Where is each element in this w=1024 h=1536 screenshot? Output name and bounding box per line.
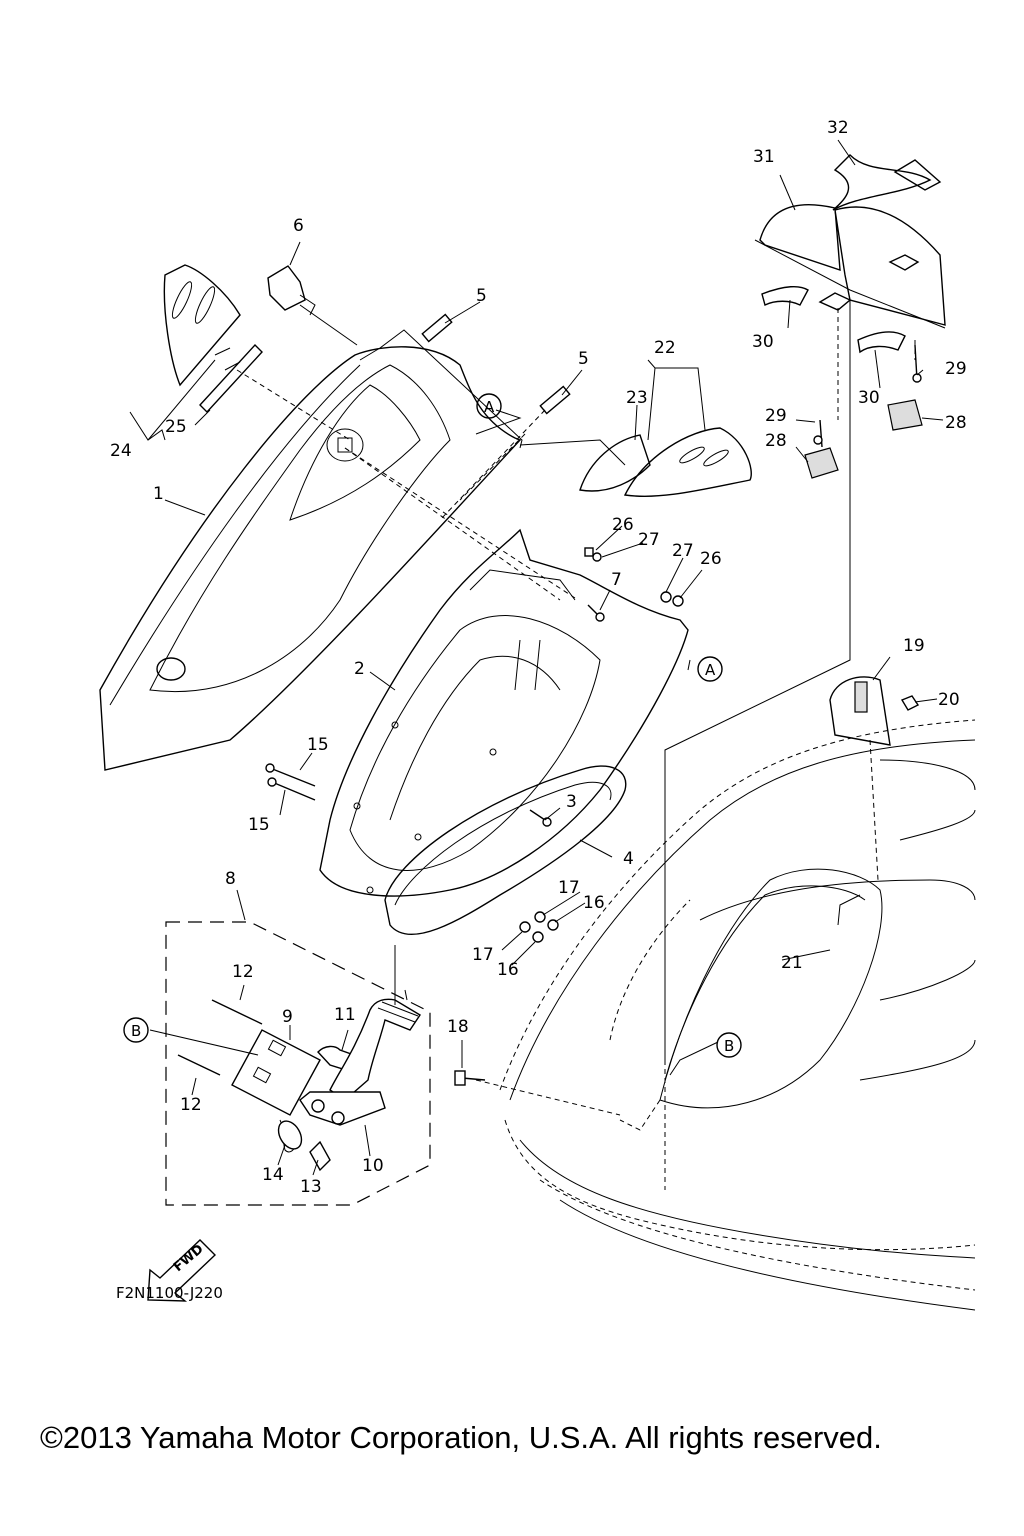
callout-19: 19 [903, 636, 925, 656]
bolts-15 [265, 763, 316, 801]
bolt-18 [454, 1070, 486, 1086]
callout-16a: 16 [583, 893, 605, 913]
callout-31: 31 [753, 147, 775, 167]
ref-letters: A A B B [131, 398, 734, 1055]
callout-17b: 17 [472, 945, 494, 965]
diagram-code: F2N1100-J220 [116, 1284, 223, 1302]
callout-27a: 27 [638, 530, 660, 550]
callout-4: 4 [623, 849, 634, 869]
ref-b-right: B [724, 1037, 734, 1055]
grab-handle [384, 765, 627, 936]
side-grille-right [579, 427, 752, 498]
callout-1: 1 [153, 484, 164, 504]
pad-5a [421, 313, 453, 343]
callout-21: 21 [781, 953, 803, 973]
callout-30b: 30 [858, 388, 880, 408]
screw-7 [587, 604, 605, 622]
rear-bracket [829, 676, 920, 746]
clips-26-27 [584, 547, 684, 607]
ref-b-left: B [131, 1022, 141, 1040]
inner-deck [319, 528, 689, 897]
callout-15a: 15 [307, 735, 329, 755]
nuts-washers [519, 911, 559, 943]
callout-28b: 28 [945, 413, 967, 433]
callout-5a: 5 [476, 286, 487, 306]
callout-6: 6 [293, 216, 304, 236]
ref-a-top: A [484, 398, 495, 416]
ref-a-right: A [705, 661, 716, 679]
stop-switch [267, 265, 316, 316]
callout-22: 22 [654, 338, 676, 358]
hull-outline [499, 719, 976, 1311]
callout-20: 20 [938, 690, 960, 710]
callout-11: 11 [334, 1005, 356, 1025]
callout-15b: 15 [248, 815, 270, 835]
callout-27b: 27 [672, 541, 694, 561]
callout-30a: 30 [752, 332, 774, 352]
copyright-notice: ©2013 Yamaha Motor Corporation, U.S.A. A… [40, 1420, 882, 1455]
storage-bag [754, 154, 946, 479]
callout-18: 18 [447, 1017, 469, 1037]
callout-2: 2 [354, 659, 365, 679]
callout-26b: 26 [700, 549, 722, 569]
callout-13: 13 [300, 1177, 322, 1197]
callout-3: 3 [566, 792, 577, 812]
callout-29b: 29 [945, 359, 967, 379]
leader-lines [129, 139, 944, 1190]
side-grille-left [163, 264, 263, 414]
callout-32: 32 [827, 118, 849, 138]
boarding-step-assembly [165, 921, 431, 1206]
callout-16b: 16 [497, 960, 519, 980]
callout-10: 10 [362, 1156, 384, 1176]
callout-12b: 12 [180, 1095, 202, 1115]
callout-26a: 26 [612, 515, 634, 535]
callout-5b: 5 [578, 349, 589, 369]
callout-9: 9 [282, 1007, 293, 1027]
callout-23: 23 [626, 388, 648, 408]
callout-29a: 29 [765, 406, 787, 426]
ref-markers [123, 393, 742, 1058]
callout-8: 8 [225, 869, 236, 889]
callout-25: 25 [165, 417, 187, 437]
callout-28a: 28 [765, 431, 787, 451]
callout-7: 7 [611, 570, 622, 590]
hood-cover [99, 346, 522, 771]
callout-12a: 12 [232, 962, 254, 982]
grab-handle-inner [394, 781, 612, 906]
callout-17a: 17 [558, 878, 580, 898]
callout-14: 14 [262, 1165, 284, 1185]
pad-5b [539, 385, 571, 415]
callout-24: 24 [110, 441, 132, 461]
callout-labels: 1 2 3 4 5 5 6 7 8 9 10 11 12 12 13 14 15… [110, 118, 967, 1197]
